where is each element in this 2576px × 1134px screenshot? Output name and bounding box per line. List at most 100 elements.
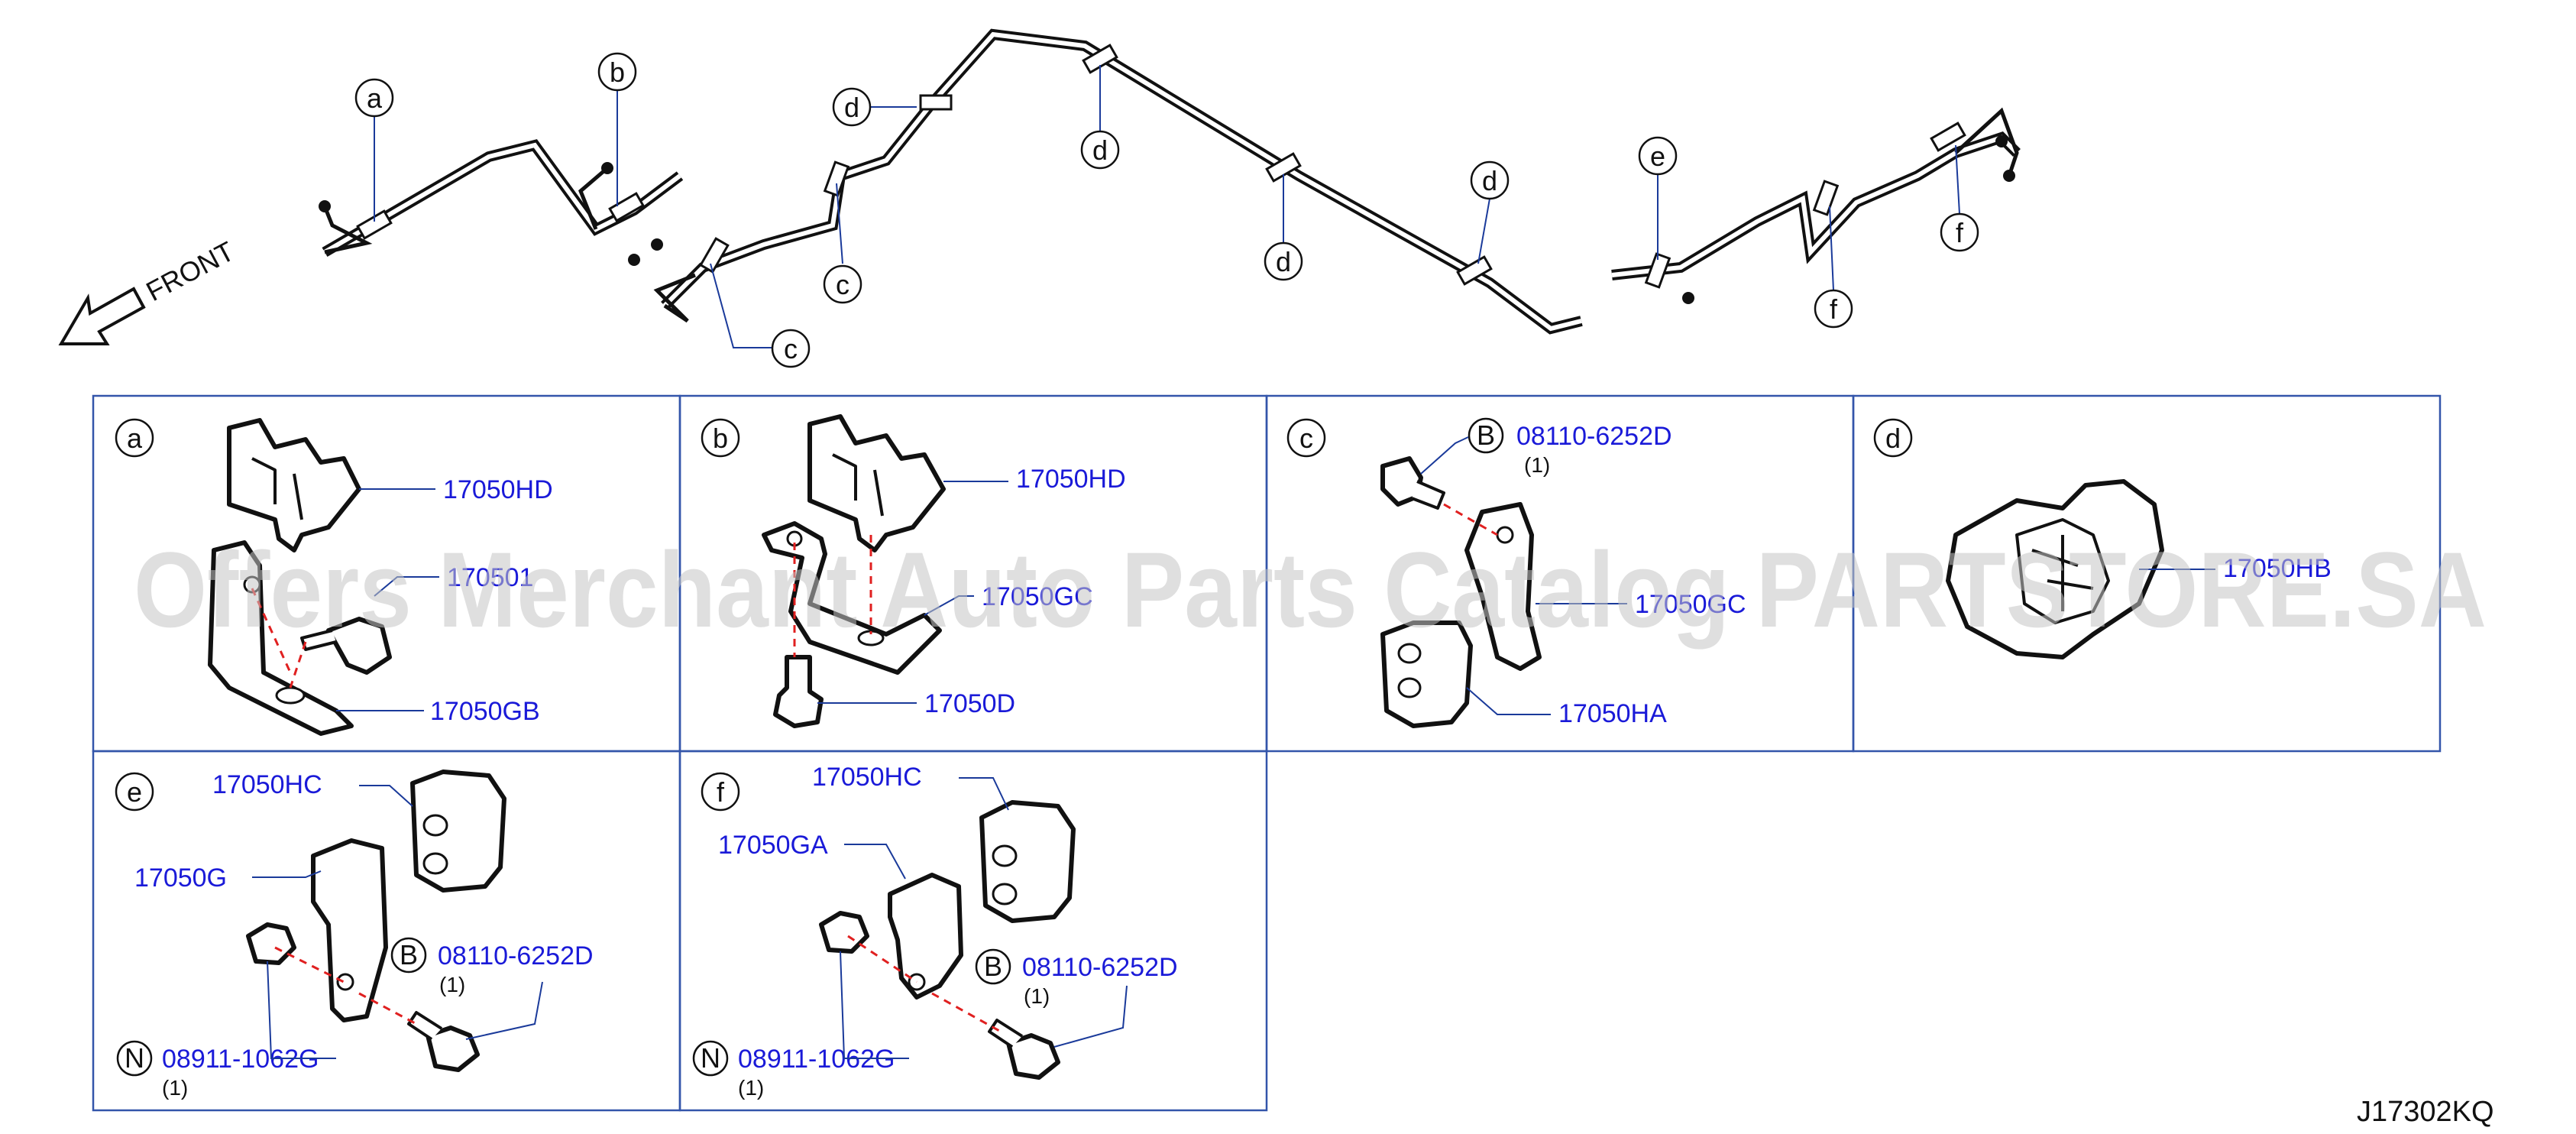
quantity-label: (1) xyxy=(162,1076,188,1100)
callout-bubble-d xyxy=(1080,130,1120,170)
callout-letter: a xyxy=(367,83,383,114)
nut-part xyxy=(819,911,869,954)
detail-panel-grid xyxy=(92,394,2442,1112)
callout-letter: c xyxy=(836,269,849,300)
drawing-code: J17302KQ xyxy=(2357,1096,2494,1128)
bolt-part xyxy=(1006,1033,1060,1080)
bolt-marker: B xyxy=(984,951,1002,982)
bolt-part xyxy=(773,655,824,728)
bolt-marker-bubble xyxy=(975,948,1011,985)
bracket-part xyxy=(208,540,354,736)
part-number-label: 17050D xyxy=(924,689,1015,718)
tube-clip-part xyxy=(227,418,361,552)
part-number-label: 17050HB xyxy=(2223,554,2332,583)
detail-panel-f: f 17050HC 17050GA B 08110-6252D (1) N 08… xyxy=(692,763,1178,1100)
front-direction-indicator: FRONT xyxy=(58,235,240,345)
detail-panel-a: a 17050HD 170501 17050GB xyxy=(115,418,553,736)
part-number-label: 17050HC xyxy=(212,770,322,799)
part-number-label: 17050G xyxy=(134,863,227,893)
tube-end-dot xyxy=(319,200,331,212)
part-number-label: 17050HC xyxy=(812,763,922,792)
part-number-label: 17050HD xyxy=(443,475,553,504)
callout-letter: c xyxy=(784,333,798,364)
panel-letter-bubble xyxy=(1873,418,1913,458)
nut-marker-bubble xyxy=(692,1040,729,1077)
panel-letter-bubble xyxy=(115,418,154,458)
part-number-label: 17050HD xyxy=(1016,465,1126,494)
part-number-label: 08110-6252D xyxy=(1516,422,1672,451)
bracket-part xyxy=(762,521,942,675)
callout-letter: d xyxy=(1482,165,1497,196)
panel-letter: a xyxy=(127,423,143,454)
bolt-marker-bubble xyxy=(1468,417,1504,454)
callout-letter: b xyxy=(610,57,625,88)
detail-panel-b: b 17050HD 17050GC 17050D xyxy=(701,414,1126,728)
callout-bubble-d xyxy=(1470,160,1510,200)
bracket-part xyxy=(1464,502,1542,671)
callout-bubble-e xyxy=(1638,136,1678,176)
panel-letter-bubble xyxy=(1286,418,1326,458)
quantity-label: (1) xyxy=(1024,984,1050,1008)
part-number-label: 170501 xyxy=(447,563,533,592)
panel-letter-bubble xyxy=(701,418,740,458)
quantity-label: (1) xyxy=(1524,453,1550,477)
panel-letter: d xyxy=(1885,423,1901,454)
bolt-part xyxy=(426,1025,480,1072)
callout-bubble-d xyxy=(832,87,872,127)
part-number-label: 17050GC xyxy=(982,582,1093,611)
callout-letter: d xyxy=(844,92,859,123)
panel-letter: e xyxy=(127,776,142,808)
nut-marker: N xyxy=(125,1042,144,1074)
callout-letter: f xyxy=(1956,217,1964,248)
tube-end-dot xyxy=(651,238,663,251)
bracket-part xyxy=(311,838,388,1022)
panel-letter: f xyxy=(717,776,725,808)
overview-callouts: a b c d d d d e f f c xyxy=(354,52,1979,368)
panel-letter-bubble xyxy=(115,772,154,812)
callout-bubble-f xyxy=(1940,212,1979,252)
part-number-label: 08110-6252D xyxy=(438,941,594,970)
callout-bubble-a xyxy=(354,78,394,118)
callout-bubble-c xyxy=(823,264,862,304)
callout-letter: e xyxy=(1650,141,1665,172)
tube-end-dot xyxy=(628,254,640,266)
bracket-part xyxy=(888,873,963,1000)
tube-routing-overview xyxy=(319,28,2021,335)
callout-bubble-c xyxy=(771,329,811,368)
part-number-label: 17050GB xyxy=(430,697,540,726)
callout-bubble-b xyxy=(597,52,637,92)
part-number-label: 08110-6252D xyxy=(1022,953,1178,982)
detail-panel-e: e 17050HC 17050G B 08110-6252D (1) N 089… xyxy=(115,770,594,1100)
watermark-text: Offers Merchant Auto Parts Catalog PARTS… xyxy=(134,530,2487,650)
bolt-marker: B xyxy=(400,939,418,970)
bolt-marker: B xyxy=(1477,420,1495,451)
callout-letter: d xyxy=(1276,246,1291,277)
tube-end-dot xyxy=(1682,292,1694,304)
callout-bubble-d xyxy=(1264,241,1303,281)
callout-letter: f xyxy=(1830,293,1838,325)
callout-bubble-f xyxy=(1814,289,1853,329)
callout-letter: d xyxy=(1092,134,1108,166)
quantity-label: (1) xyxy=(439,973,465,996)
tube-end-dot xyxy=(601,162,613,174)
panel-letter-bubble xyxy=(701,772,740,812)
nut-part xyxy=(246,922,296,965)
part-number-label: 17050GC xyxy=(1635,590,1746,619)
bolt-part xyxy=(326,617,392,675)
tube-clip-detail xyxy=(251,457,303,520)
quantity-label: (1) xyxy=(738,1076,764,1100)
tube-end-dot xyxy=(2003,170,2015,182)
part-number-label: 17050HA xyxy=(1558,699,1667,728)
panel-letter: b xyxy=(713,423,728,454)
part-number-label: 17050GA xyxy=(718,831,828,860)
nut-marker: N xyxy=(701,1042,720,1074)
nut-marker-bubble xyxy=(116,1040,153,1077)
bolt-marker-bubble xyxy=(390,937,427,974)
detail-panel-c: c B 08110-6252D (1) 17050GC 17050HA xyxy=(1286,417,1746,728)
panel-letter: c xyxy=(1299,423,1313,454)
front-arrow-icon xyxy=(58,287,146,345)
detail-panel-d: d 17050HB xyxy=(1873,418,2332,659)
front-label: FRONT xyxy=(141,235,240,307)
tube-end-dot xyxy=(1995,135,2008,147)
